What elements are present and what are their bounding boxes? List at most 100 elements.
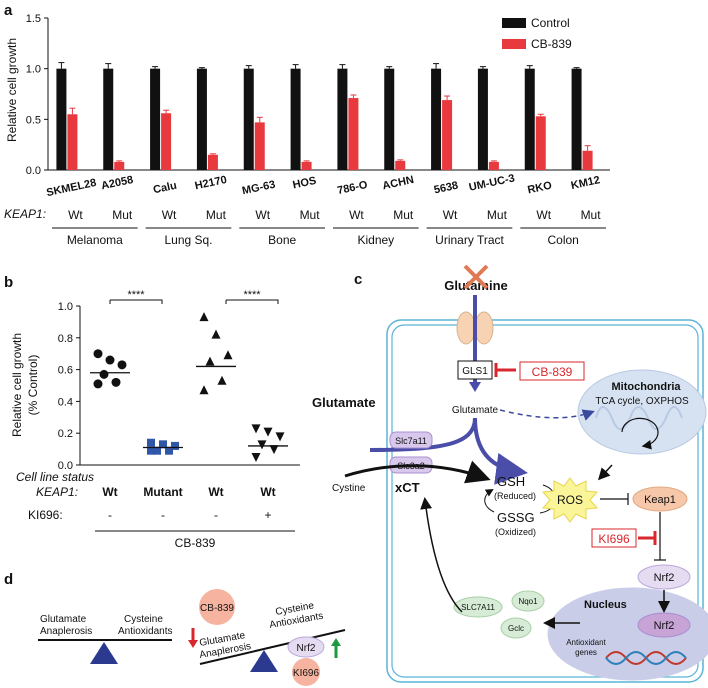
b-ytick-label: 0.4	[58, 396, 73, 408]
b-point-triangle-up	[199, 385, 209, 395]
panel-a-letter: a	[4, 2, 13, 19]
panel-d-letter: d	[4, 571, 13, 588]
a-keap1-status: Mut	[393, 208, 414, 222]
b-point-triangle-up	[223, 350, 233, 360]
a-keap1-status: Wt	[349, 208, 364, 222]
a-xtick-label: UM-UC-3	[468, 172, 516, 193]
panel-b-treatment: CB-839	[175, 536, 216, 550]
b-keap1-status: Wt	[260, 485, 275, 499]
b-ytick-label: 0.0	[58, 460, 73, 472]
slc7a11-pill	[389, 431, 433, 449]
a-group-label: Kidney	[357, 233, 394, 247]
d-left-glu-1: Glutamate	[40, 614, 87, 625]
panel-a-ylabel: Relative cell growth	[5, 38, 19, 142]
nrf2-nuc-node	[637, 612, 691, 638]
b-point-circle	[93, 349, 103, 359]
glutamine-label: Glutamine	[444, 278, 508, 293]
a-bar-cb839	[67, 114, 78, 170]
b-point-square	[159, 440, 167, 449]
a-bar-control	[243, 68, 254, 170]
a-ytick-label: 0.0	[26, 165, 41, 177]
b-point-triangle-down	[257, 440, 267, 450]
panel-b-significance: **** ****	[109, 289, 279, 304]
b-point-square	[147, 438, 155, 447]
a-bar-control	[103, 68, 114, 170]
a-bar-cb839	[395, 160, 406, 170]
b-point-circle	[111, 377, 121, 387]
a-keap1-status: Wt	[255, 208, 270, 222]
a-group-label: Melanoma	[67, 233, 123, 247]
dna-strand-2	[605, 651, 687, 665]
panel-b-ylabel-2: (% Control)	[26, 355, 40, 416]
a-bar-cb839	[207, 154, 218, 170]
panel-b-letter: b	[4, 274, 13, 291]
panel-b-keap1-label: KEAP1:	[36, 485, 78, 499]
legend-label-cb839: CB-839	[531, 37, 572, 51]
a-xtick-label: 786-O	[336, 179, 369, 197]
a-bar-control	[150, 68, 161, 170]
a-ytick-label: 0.5	[26, 114, 41, 126]
a-group-label: Urinary Tract	[435, 233, 504, 247]
a-bar-control	[431, 68, 442, 170]
a-group-label: Lung Sq.	[164, 233, 212, 247]
d-nrf2-node	[287, 636, 325, 658]
b-ki696-status: -	[161, 508, 165, 522]
transporter-left	[456, 311, 476, 345]
sig-label-1: ****	[127, 289, 145, 301]
a-bar-control	[477, 68, 488, 170]
b-point-triangle-up	[211, 329, 221, 339]
b-point-triangle-down	[263, 427, 273, 437]
a-bar-control	[384, 68, 395, 170]
b-keap1-status: Wt	[102, 485, 117, 499]
ros-burst	[541, 477, 599, 523]
target-slc7a11-node	[453, 596, 503, 618]
cb839-box	[519, 361, 585, 381]
b-keap1-status: Wt	[208, 485, 223, 499]
d-cb839-circle	[199, 589, 235, 625]
antioxidant-genes-label-1: Antioxidant	[566, 638, 606, 647]
ki696-box	[591, 528, 637, 548]
a-xtick-label: A2058	[100, 174, 134, 192]
panel-b-points	[90, 312, 288, 463]
d-right-fulcrum	[250, 650, 278, 672]
b-point-triangle-up	[205, 356, 215, 366]
keap1-label: Keap1	[644, 494, 676, 506]
a-bar-cb839	[582, 150, 593, 170]
a-keap1-status: Mut	[581, 208, 602, 222]
cell-membrane-outer	[386, 319, 704, 683]
gssg-label: GSSG	[497, 510, 535, 525]
b-point-triangle-up	[199, 312, 209, 322]
a-bar-control	[290, 68, 301, 170]
a-xtick-label: HOS	[292, 175, 318, 192]
a-ytick-label: 1.5	[26, 13, 41, 25]
a-bar-cb839	[301, 161, 312, 170]
glutamate-to-mito-arrow	[499, 409, 595, 421]
mitochondria	[577, 369, 707, 455]
b-point-square	[165, 446, 173, 455]
cb839-label: CB-839	[532, 365, 573, 379]
b-point-triangle-down	[251, 453, 261, 463]
nrf2-nuc-label: Nrf2	[654, 620, 675, 632]
a-xtick-label: RKO	[527, 179, 554, 196]
panel-b-axes: 0.00.20.40.60.81.0	[58, 301, 300, 472]
b-ytick-label: 0.2	[58, 428, 73, 440]
slc7a11-label: Slc7a11	[395, 436, 427, 446]
a-xtick-label: Calu	[152, 180, 178, 197]
cystine-import-arrow	[344, 460, 491, 484]
mito-subtitle: TCA cycle, OXPHOS	[595, 396, 689, 407]
d-ki696-label: KI696	[293, 668, 320, 679]
a-keap1-status: Wt	[162, 208, 177, 222]
a-keap1-status: Mut	[487, 208, 508, 222]
target-slc7a11-label: SLC7A11	[461, 603, 495, 612]
mito-title: Mitochondria	[611, 381, 681, 393]
target-gclc-node	[500, 617, 532, 639]
a-keap1-status: Wt	[68, 208, 83, 222]
d-left-cys-2: Antioxidants	[118, 626, 172, 637]
mito-cristae	[595, 406, 683, 430]
d-cb839-label: CB-839	[200, 603, 234, 614]
a-keap1-status: Wt	[536, 208, 551, 222]
transporter-right	[474, 311, 494, 345]
b-ytick-label: 1.0	[58, 301, 73, 313]
